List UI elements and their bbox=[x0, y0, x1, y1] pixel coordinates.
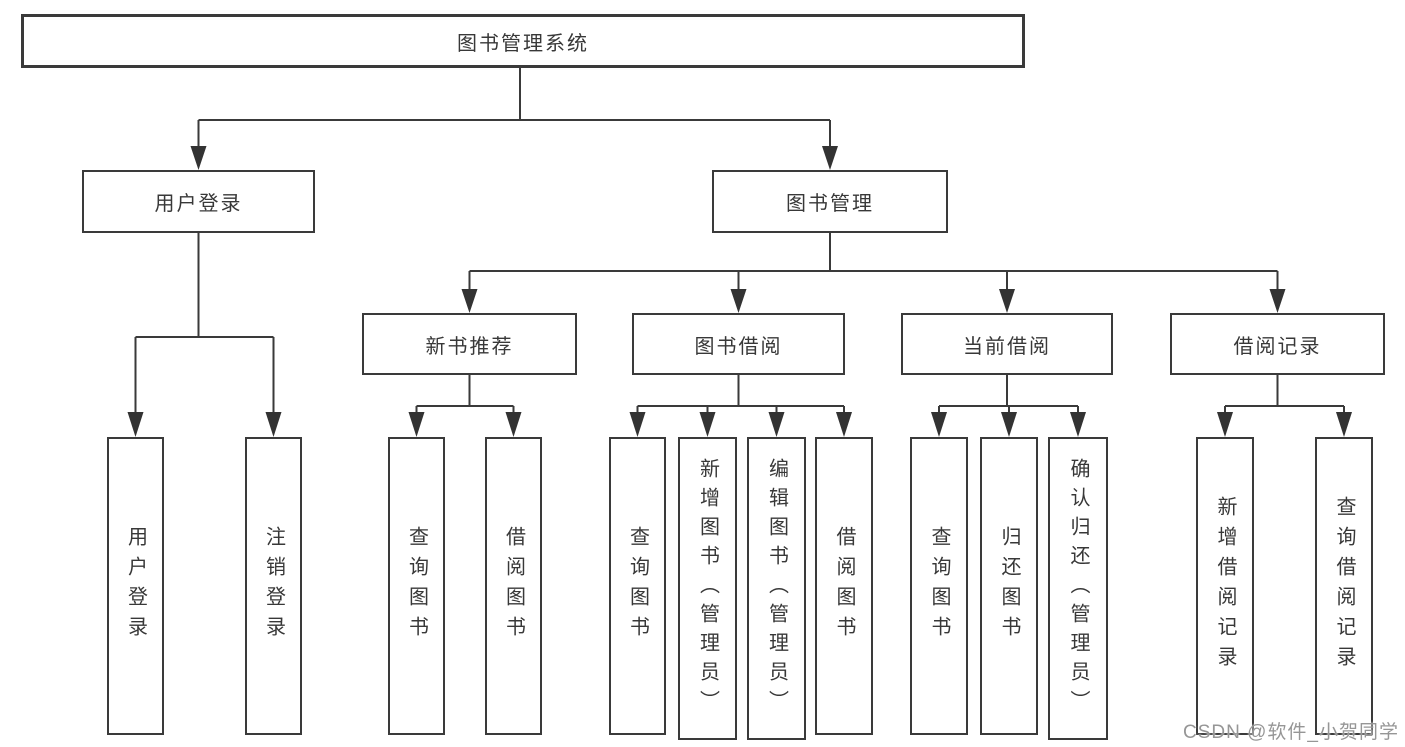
leaf-label: 新增借阅记录 bbox=[1214, 496, 1236, 676]
leaf-edit-book-admin: 编辑图书（管理员） bbox=[747, 437, 806, 740]
leaf-borrow-books-recommend: 借阅图书 bbox=[485, 437, 542, 735]
arrow-down-icon bbox=[127, 146, 1352, 437]
node-root: 图书管理系统 bbox=[21, 14, 1025, 68]
leaf-query-borrow-record: 查询借阅记录 bbox=[1315, 437, 1373, 735]
csdn-watermark: CSDN @软件_小贺同学 bbox=[1183, 722, 1399, 743]
leaf-label: 编辑图书（管理员） bbox=[765, 458, 788, 719]
node-book-management: 图书管理 bbox=[712, 170, 948, 233]
node-borrow-records: 借阅记录 bbox=[1170, 313, 1385, 375]
leaf-borrow-books: 借阅图书 bbox=[815, 437, 873, 735]
leaf-label: 确认归还（管理员） bbox=[1067, 458, 1089, 719]
tree-edges bbox=[134, 68, 1345, 414]
leaf-label: 查询图书 bbox=[928, 526, 950, 646]
leaf-query-books-recommend: 查询图书 bbox=[388, 437, 445, 735]
node-current-borrow: 当前借阅 bbox=[901, 313, 1113, 375]
leaf-label: 查询图书 bbox=[405, 526, 428, 646]
leaf-confirm-return-admin: 确认归还（管理员） bbox=[1048, 437, 1108, 740]
leaf-add-borrow-record: 新增借阅记录 bbox=[1196, 437, 1254, 735]
leaf-label: 查询图书 bbox=[626, 526, 649, 646]
node-user-login: 用户登录 bbox=[82, 170, 315, 233]
leaf-query-books-current: 查询图书 bbox=[910, 437, 968, 735]
node-new-book-recommend: 新书推荐 bbox=[362, 313, 577, 375]
leaf-user-login: 用户登录 bbox=[107, 437, 164, 735]
leaf-add-book-admin: 新增图书（管理员） bbox=[678, 437, 737, 740]
node-book-borrow: 图书借阅 bbox=[632, 313, 845, 375]
leaf-label: 借阅图书 bbox=[502, 526, 525, 646]
leaf-logout: 注销登录 bbox=[245, 437, 302, 735]
leaf-return-books: 归还图书 bbox=[980, 437, 1038, 735]
leaf-label: 借阅图书 bbox=[833, 526, 855, 646]
leaf-label: 用户登录 bbox=[124, 526, 147, 646]
leaf-label: 查询借阅记录 bbox=[1333, 496, 1355, 676]
leaf-label: 归还图书 bbox=[998, 526, 1020, 646]
leaf-label: 新增图书（管理员） bbox=[696, 458, 719, 719]
leaf-label: 注销登录 bbox=[262, 526, 285, 646]
leaf-query-books-borrow: 查询图书 bbox=[609, 437, 666, 735]
